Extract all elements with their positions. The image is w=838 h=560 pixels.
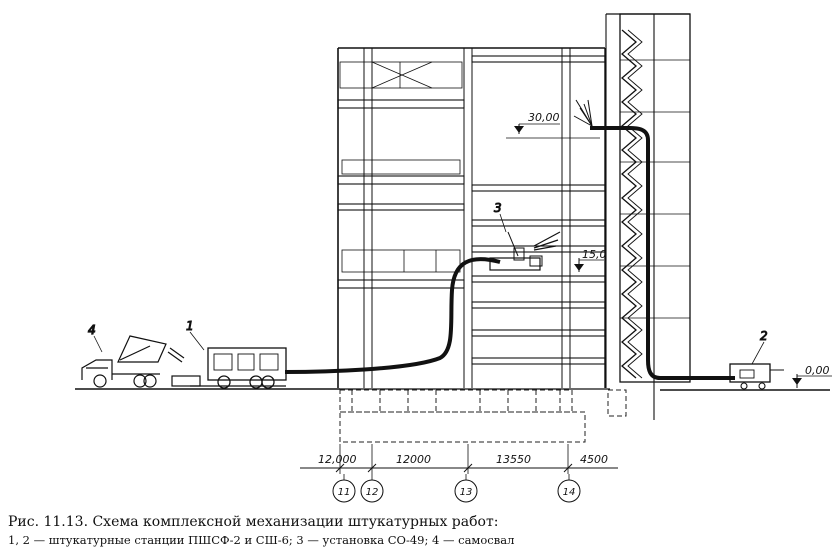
axis-14-text: 14	[563, 487, 576, 498]
axis-12-text: 12	[366, 487, 379, 498]
spray-nozzle-middle	[533, 231, 561, 251]
dump-truck-4: 4	[81, 322, 185, 388]
axis-marker-14: 14	[557, 474, 581, 503]
station-2: 2	[729, 329, 784, 390]
label-2: 2	[760, 329, 768, 343]
axis-11-text: 11	[338, 487, 351, 498]
label-1: 1	[186, 319, 194, 333]
level-top-text: 30,00	[528, 111, 560, 124]
unit-3: 3	[489, 201, 543, 271]
station-1: 1	[171, 319, 287, 389]
axis-marker-13: 13	[454, 474, 478, 503]
mortar-hose-2	[590, 126, 735, 380]
figure-caption: Рис. 11.13. Схема комплексной механизаци…	[8, 512, 833, 548]
dimension-2: 12000	[396, 453, 431, 466]
dimension-1: 12,000	[318, 453, 357, 466]
mortar-hose-1	[284, 257, 501, 374]
caption-title: Рис. 11.13. Схема комплексной механизаци…	[8, 514, 499, 530]
axis-marker-12: 12	[360, 474, 384, 503]
dimension-4: 4500	[580, 453, 608, 466]
building-frame	[337, 47, 606, 388]
label-4: 4	[88, 323, 96, 337]
dimension-3: 13550	[496, 453, 531, 466]
level-middle-text: 15,0	[582, 248, 607, 261]
mechanization-diagram: 30,00 15,0 0,00 3	[75, 13, 832, 503]
caption-legend: 1, 2 — штукатурные станции ПШСФ-2 и СШ-6…	[8, 533, 515, 547]
ground	[75, 388, 830, 391]
foundations	[339, 389, 627, 443]
level-mark-middle: 15,0	[574, 248, 607, 272]
dimension-line	[300, 444, 618, 474]
level-mark-ground: 0,00	[792, 364, 832, 388]
tower	[605, 13, 691, 420]
level-ground-text: 0,00	[805, 364, 830, 377]
label-3: 3	[494, 201, 502, 215]
spray-nozzle-top	[573, 99, 593, 127]
axis-13-text: 13	[460, 487, 473, 498]
axis-marker-11: 11	[332, 474, 356, 503]
level-mark-top: 30,00	[506, 111, 600, 139]
